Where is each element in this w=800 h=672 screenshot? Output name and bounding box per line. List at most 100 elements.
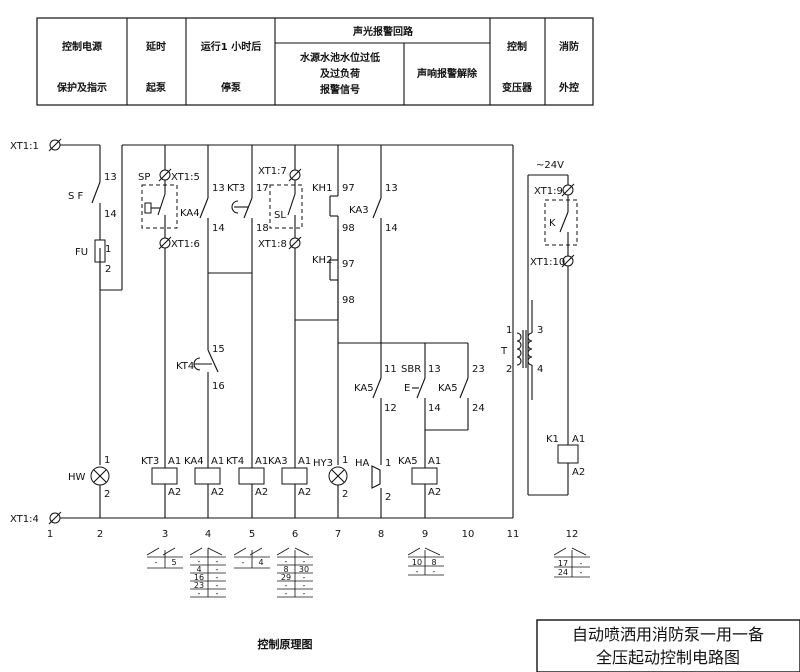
ref-cell: - — [216, 557, 219, 566]
column-number: 3 — [162, 529, 168, 540]
pin-ha-1: 1 — [385, 458, 391, 469]
ref-cell: 8 — [283, 565, 288, 574]
header-alarm-reset: 声响报警解除 — [416, 67, 478, 80]
header-cell-5-top: 控制 — [507, 40, 527, 53]
ref-cell: 29 — [281, 573, 291, 582]
column-2-branch — [90, 145, 123, 518]
ka3-label: KA3 — [349, 205, 369, 216]
pin-ka5-12: 12 — [384, 403, 397, 414]
transformer-secondary — [527, 332, 533, 366]
ref-cell: 23 — [194, 581, 204, 590]
pin-ka4-14: 14 — [212, 223, 225, 234]
ref-cell: - — [285, 557, 288, 566]
sp-label: SP — [138, 172, 150, 183]
ka5-coil — [411, 467, 438, 485]
header-group-alarm: 声光报警回路 — [352, 25, 414, 38]
header-cell-1-bottom: 保护及指示 — [56, 81, 107, 94]
ka3-coil — [281, 467, 308, 485]
pin-sbr-14: 14 — [428, 403, 441, 414]
column-number: 1 — [47, 529, 53, 540]
header-alarm-line-1: 水源水池水位过低 — [299, 51, 380, 64]
ref-cell: - — [416, 567, 419, 576]
fu-label: FU — [75, 247, 88, 258]
pin-ka5-11: 11 — [384, 364, 397, 375]
ref-cell: - — [216, 581, 219, 590]
ref-cell: - — [303, 589, 306, 598]
terminal-xt1-10: XT1:10 — [530, 257, 565, 268]
ref-cell: 4 — [196, 565, 201, 574]
contact-table-col5: - 4 — [233, 547, 270, 569]
terminal-xt1-1: XT1:1 — [10, 141, 39, 152]
ref-cell: - — [198, 557, 201, 566]
k1-label: K1 — [546, 434, 559, 445]
title-line-1: 自动喷洒用消防泵一用一备 — [572, 625, 764, 644]
e-label: E — [404, 383, 410, 394]
ref-cell: - — [303, 557, 306, 566]
coil-label-ka3: KA3 — [268, 456, 288, 467]
column-8-branch — [338, 145, 425, 518]
header-cell-3-bottom: 停泵 — [221, 81, 242, 94]
column-number: 8 — [378, 529, 384, 540]
pin-k1-a2: A2 — [572, 467, 585, 478]
pin-ka4-13: 13 — [212, 183, 225, 194]
column-numbers: 1 2 3 4 5 6 7 8 9 10 11 12 — [47, 529, 579, 540]
ha-label: HA — [355, 458, 370, 469]
ref-cell: - — [285, 589, 288, 598]
ref-cell: 5 — [171, 558, 176, 567]
pin-sf-13: 13 — [104, 172, 117, 183]
pin-hy3-1: 1 — [342, 455, 348, 466]
title-block: 自动喷洒用消防泵一用一备 全压起动控制电路图 — [536, 619, 800, 672]
pin-kh1-97: 97 — [342, 183, 355, 194]
ref-cell: 24 — [558, 568, 568, 577]
column-number: 10 — [462, 529, 475, 540]
header-cell-6-top: 消防 — [559, 40, 579, 53]
terminal-xt1-8: XT1:8 — [258, 239, 287, 250]
terminal-xt1-5: XT1:5 — [171, 172, 200, 183]
column-5-branch — [231, 145, 265, 518]
bottom-bus — [48, 511, 513, 525]
ref-cell: - — [580, 559, 583, 568]
t-label: T — [500, 346, 508, 357]
terminal-xt1-6: XT1:6 — [171, 239, 200, 250]
header-cell-6-bottom: 外控 — [558, 81, 579, 94]
contact-table-col9: 10 8 - - — [407, 547, 444, 576]
pin-a1-col3: A1 — [168, 456, 181, 467]
pin-sf-14: 14 — [104, 209, 117, 220]
pin-fu-2: 2 — [105, 264, 111, 275]
header-alarm-line-2: 及过负荷 — [320, 67, 360, 80]
header-cell-2-bottom: 起泵 — [145, 81, 167, 94]
pin-k1-a1: A1 — [572, 434, 585, 445]
pin-a2-col5: A2 — [255, 487, 268, 498]
pin-t-4: 4 — [537, 364, 543, 375]
kt4-coil — [238, 467, 265, 485]
pin-a2-col9: A2 — [428, 487, 441, 498]
column-11-branch — [512, 145, 533, 518]
kt4-label: KT4 — [176, 361, 194, 372]
pin-hy3-2: 2 — [342, 489, 348, 500]
pin-a1-col9: A1 — [428, 456, 441, 467]
coil-label-kt4: KT4 — [226, 456, 244, 467]
pin-ka5-23: 23 — [472, 364, 485, 375]
column-number: 7 — [335, 529, 341, 540]
kh1-label: KH1 — [312, 183, 332, 194]
v24-label: ~24V — [536, 160, 564, 171]
column-6-branch — [269, 145, 308, 518]
pin-kt3-18: 18 — [256, 223, 269, 234]
coil-label-ka4: KA4 — [184, 456, 204, 467]
contact-table-col3: - 5 — [146, 547, 183, 569]
header-cell-2-top: 延时 — [145, 40, 166, 53]
ref-cell: - — [198, 589, 201, 598]
ref-cell: - — [216, 573, 219, 582]
column-3-branch — [141, 145, 178, 518]
column-9-branch — [411, 342, 469, 518]
coil-label-ka5: KA5 — [398, 456, 418, 467]
ref-cell: 4 — [258, 558, 263, 567]
diagram-caption: 控制原理图 — [258, 637, 313, 651]
pin-t-2: 2 — [506, 364, 512, 375]
column-number: 4 — [205, 529, 211, 540]
ref-cell: - — [303, 581, 306, 590]
pin-kt4-16: 16 — [212, 381, 225, 392]
column-number: 12 — [566, 529, 579, 540]
k1-coil — [557, 444, 579, 464]
